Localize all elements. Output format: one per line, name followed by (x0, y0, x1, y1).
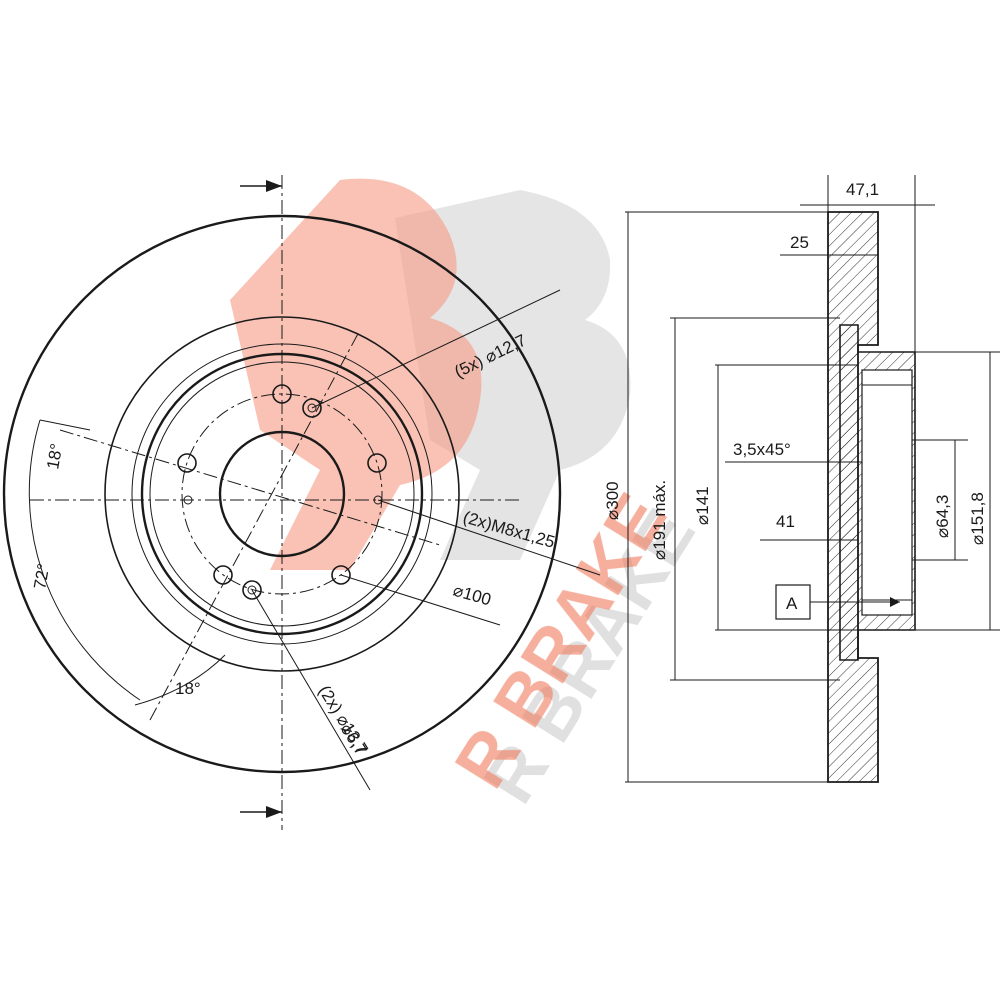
thread-hole (302, 398, 322, 418)
leader-pcd (340, 574, 501, 626)
angle-line (59, 429, 441, 546)
leader-thread (377, 499, 601, 576)
diameter-64-label: ⌀64,3 (933, 495, 952, 538)
diameter-141-label: ⌀141 (693, 486, 712, 525)
leader-small-holes (251, 589, 371, 791)
angle-line (149, 329, 361, 721)
angle-label-bottom: 18° (175, 679, 201, 698)
thread-hole (242, 580, 262, 600)
height-41-label: 41 (776, 512, 795, 531)
angle-arc-72 (28, 419, 141, 701)
bolt-hole (177, 453, 197, 473)
thickness-disc-label: 25 (790, 233, 809, 252)
arrowhead (266, 806, 282, 818)
bolt-hole (331, 565, 351, 585)
arrowhead (266, 180, 282, 192)
datum-label: A (786, 594, 798, 613)
diameter-151-label: ⌀151,8 (968, 492, 987, 545)
thickness-total-label: 47,1 (846, 180, 879, 199)
diameter-outer-label: ⌀300 (603, 481, 622, 520)
angle-arc-tick (39, 419, 91, 431)
r-brake-watermark: R BRAKE R BRAKE (230, 178, 711, 817)
arrowhead (890, 597, 900, 607)
angle-arc-bottom (134, 654, 226, 706)
thread-hole-inner (247, 585, 257, 595)
leader-bolt-hole (311, 289, 561, 409)
pcd-label: ⌀100 (451, 581, 493, 610)
angle-label-top: 18° (43, 442, 66, 471)
small-holes-label-2: ⌀6,7 (337, 720, 371, 759)
bolt-hole (367, 453, 387, 473)
disc-outer-edge (2, 214, 562, 774)
diameter-191-label: ⌀191 máx. (650, 480, 669, 560)
datum-box (775, 584, 811, 620)
thread-hole-inner (307, 403, 317, 413)
side-view: 47,1 25 ⌀300 ⌀191 máx. ⌀141 3,5x45° 41 A (603, 175, 1000, 783)
hub-bore (861, 369, 913, 616)
chamfer-label: 3,5x45° (733, 440, 791, 459)
angle-label-left: 72° (30, 562, 53, 591)
